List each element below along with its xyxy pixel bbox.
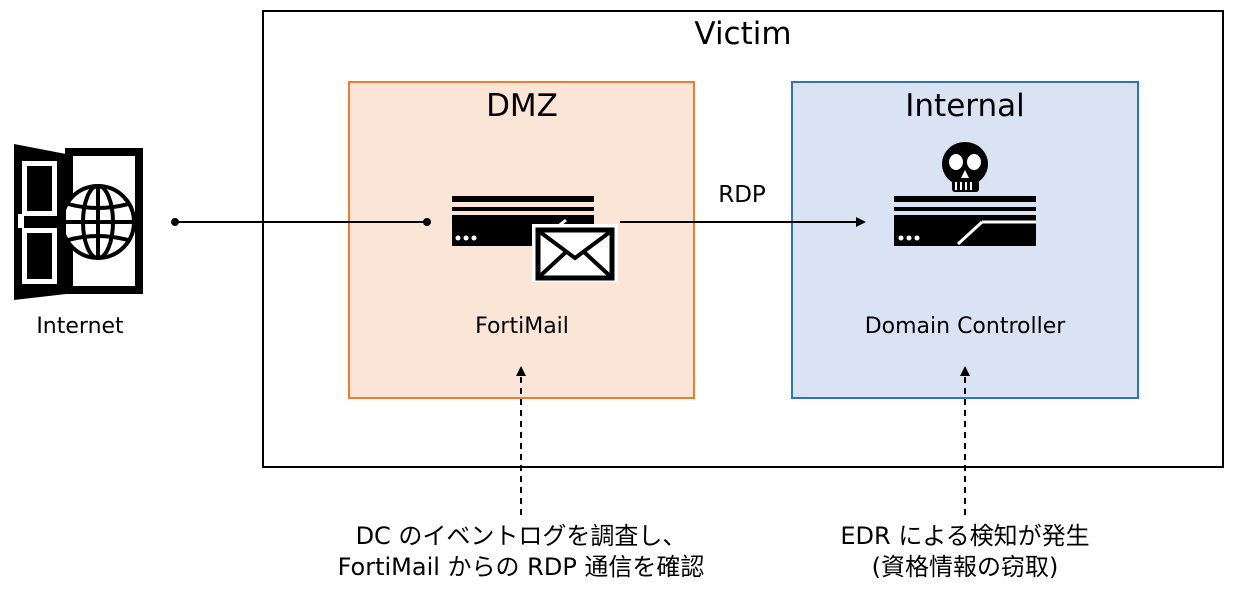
- dmz-zone-title: DMZ: [486, 88, 558, 124]
- internet-label: Internet: [36, 314, 124, 339]
- fortimail-label: FortiMail: [475, 314, 569, 339]
- skull-icon: [942, 142, 988, 192]
- server-skull-icon: [894, 142, 1036, 246]
- dc-annotation: EDR による検知が発生 (資格情報の窃取): [765, 521, 1165, 583]
- internal-zone-title: Internal: [905, 88, 1025, 124]
- fortimail-annotation-line1: DC のイベントログを調査し、: [355, 522, 687, 550]
- fortimail-annotation: DC のイベントログを調査し、 FortiMail からの RDP 通信を確認: [271, 521, 771, 583]
- fortimail-annotation-line2: FortiMail からの RDP 通信を確認: [337, 553, 705, 581]
- rdp-label: RDP: [718, 182, 766, 208]
- internet-door-globe-icon: [14, 144, 143, 300]
- victim-zone-title: Victim: [694, 16, 792, 52]
- mail-server-icon: [452, 196, 618, 282]
- dc-annotation-line1: EDR による検知が発生: [840, 522, 1090, 550]
- internet-fortimail-link: [171, 218, 431, 226]
- dc-annotation-line2: (資格情報の窃取): [871, 553, 1059, 581]
- domain-controller-label: Domain Controller: [864, 314, 1066, 339]
